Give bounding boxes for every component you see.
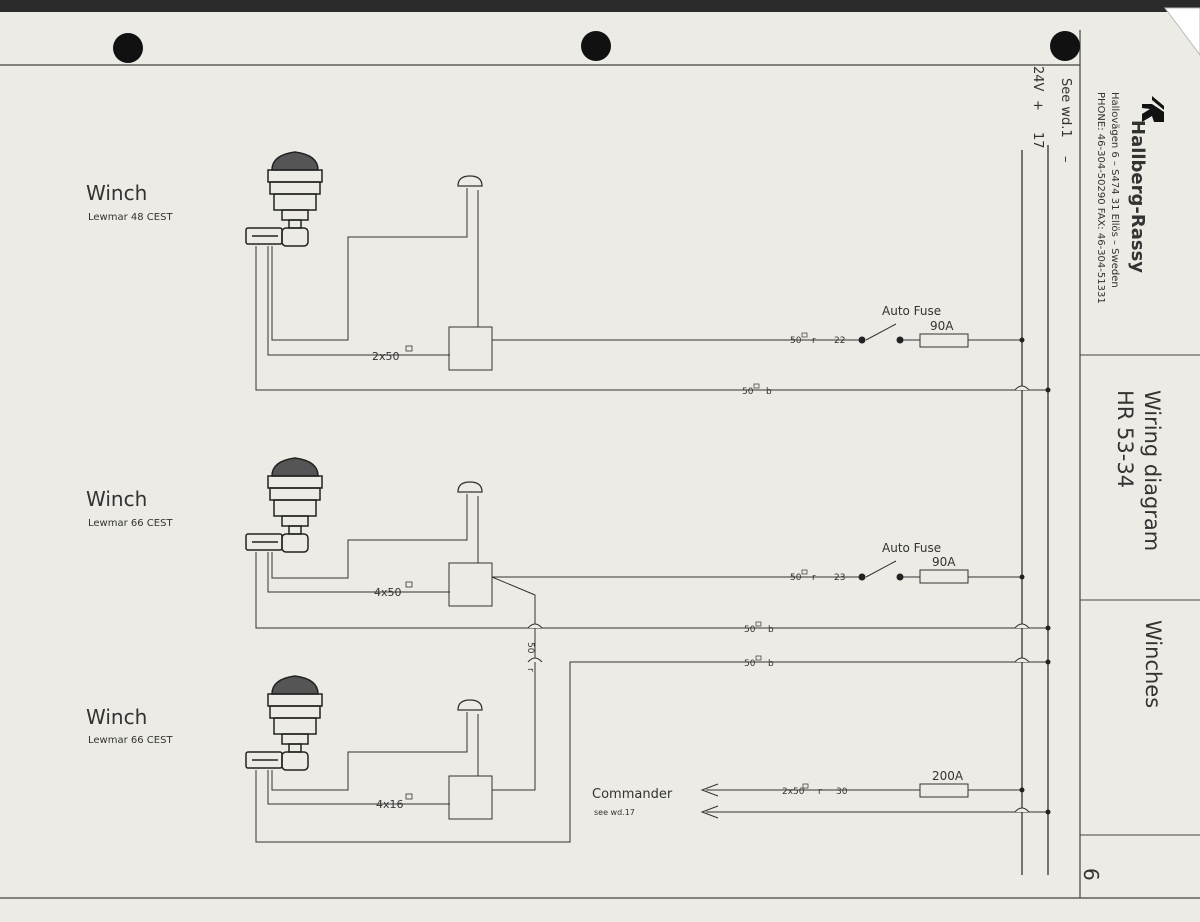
winch-3-model: Lewmar 66 CEST	[88, 735, 173, 746]
winch-3-wiring	[255, 712, 1048, 843]
link-wire-label: 50 r	[525, 642, 535, 672]
winch-1-circuit: 22	[834, 336, 845, 346]
winch-2-symbol	[245, 457, 323, 553]
cross-section-mark	[405, 793, 413, 800]
winch-1-fuse-label: Auto Fuse	[882, 304, 941, 318]
winch-1-return-suffix: b	[766, 387, 772, 397]
svg-text:See wd.1: See wd.1	[1058, 78, 1073, 138]
winch-2-sensor	[457, 481, 483, 493]
cross-section-mark	[802, 783, 809, 789]
commander-ref: see wd.17	[594, 808, 635, 817]
company-phone: PHONE: 46-304-50290 FAX: 46-304-51331	[1095, 92, 1106, 304]
company-logo	[1142, 96, 1164, 122]
bus-reference: See wd.1 –	[1058, 78, 1073, 163]
winch-2-feed: 50	[790, 573, 802, 583]
winch-1-symbol	[245, 151, 323, 247]
svg-text:r: r	[525, 668, 535, 672]
winch-3-return: 50	[744, 659, 756, 669]
winch-2-title: Winch	[86, 487, 147, 511]
company-address: Hallovägen 6 – S474 31 Ellös – Sweden	[1109, 92, 1120, 288]
winch-2-fuse-rating: 90A	[932, 555, 956, 569]
switch-contact	[858, 573, 866, 581]
winch-1-feed-suffix: r	[812, 336, 816, 346]
commander-suffix: r	[818, 787, 822, 797]
wire-crossover	[527, 657, 543, 663]
switch-contact	[896, 573, 904, 581]
bus-junction	[1045, 659, 1051, 665]
winch-3-cable: 4x16	[376, 798, 404, 811]
svg-text:50: 50	[525, 642, 535, 654]
cross-section-mark	[753, 383, 760, 389]
commander-title: Commander	[592, 787, 673, 802]
bus-junction	[1045, 809, 1051, 815]
winch-1-fuse-rating: 90A	[930, 319, 954, 333]
winch-1-feed: 50	[790, 336, 802, 346]
winch-3-sensor	[457, 699, 483, 711]
winch-3-symbol	[245, 675, 323, 771]
winch-2-feed-suffix: r	[812, 573, 816, 583]
punch-hole	[581, 31, 611, 61]
commander-cable: 2x50	[782, 787, 805, 797]
page-number: 6	[1079, 868, 1103, 881]
winch-1-cable: 2x50	[372, 350, 400, 363]
switch-contact	[896, 336, 904, 344]
bus-junction	[1045, 387, 1051, 393]
winch-1-title: Winch	[86, 181, 147, 205]
bus-junction	[1019, 337, 1025, 343]
bus-junction	[1019, 787, 1025, 793]
wire-crossover	[527, 623, 543, 629]
svg-text:24V: 24V	[1030, 66, 1045, 92]
winch-1-wiring	[255, 188, 1048, 391]
svg-text:+: +	[1030, 100, 1045, 111]
winch-3-return-suffix: b	[768, 659, 774, 669]
bus-junction	[1019, 574, 1025, 580]
cross-section-mark	[405, 345, 413, 352]
section-title: Winches	[1141, 620, 1165, 708]
folded-corner	[1164, 7, 1200, 56]
winch-2-circuit: 23	[834, 573, 845, 583]
bus-voltage: 24V + 17	[1030, 66, 1045, 149]
cross-section-mark	[755, 621, 762, 627]
commander-fuse-rating: 200A	[932, 769, 964, 783]
winch-1-return: 50	[742, 387, 754, 397]
winch-2-model: Lewmar 66 CEST	[88, 518, 173, 529]
winch-2-return: 50	[744, 625, 756, 635]
punch-hole	[113, 33, 143, 63]
wire-crossover	[1014, 623, 1030, 629]
svg-text:–: –	[1058, 156, 1073, 163]
winch-1-sensor	[457, 175, 483, 187]
cross-section-mark	[801, 569, 808, 575]
winch-3-title: Winch	[86, 705, 147, 729]
winch-1-model: Lewmar 48 CEST	[88, 212, 173, 223]
punch-hole	[1050, 31, 1080, 61]
bus-junction	[1045, 625, 1051, 631]
cross-section-mark	[801, 332, 808, 338]
winch-2-fuse-label: Auto Fuse	[882, 541, 941, 555]
svg-text:17: 17	[1030, 132, 1045, 149]
scan-top-edge	[0, 0, 1200, 12]
wire-crossover	[1014, 385, 1030, 391]
winch-2-wiring	[255, 494, 1048, 791]
winch-2-return-suffix: b	[768, 625, 774, 635]
document-title: Wiring diagram	[1140, 390, 1164, 551]
commander-circuit: 30	[836, 787, 848, 797]
cross-section-mark	[755, 655, 762, 661]
cross-section-mark	[405, 581, 413, 588]
switch-contact	[858, 336, 866, 344]
boat-model: HR 53-34	[1113, 390, 1137, 488]
wire-crossover	[1014, 657, 1030, 663]
wire-crossover	[1014, 807, 1030, 813]
winch-2-cable: 4x50	[374, 586, 402, 599]
company-name: Hallberg-Rassy	[1127, 120, 1148, 273]
